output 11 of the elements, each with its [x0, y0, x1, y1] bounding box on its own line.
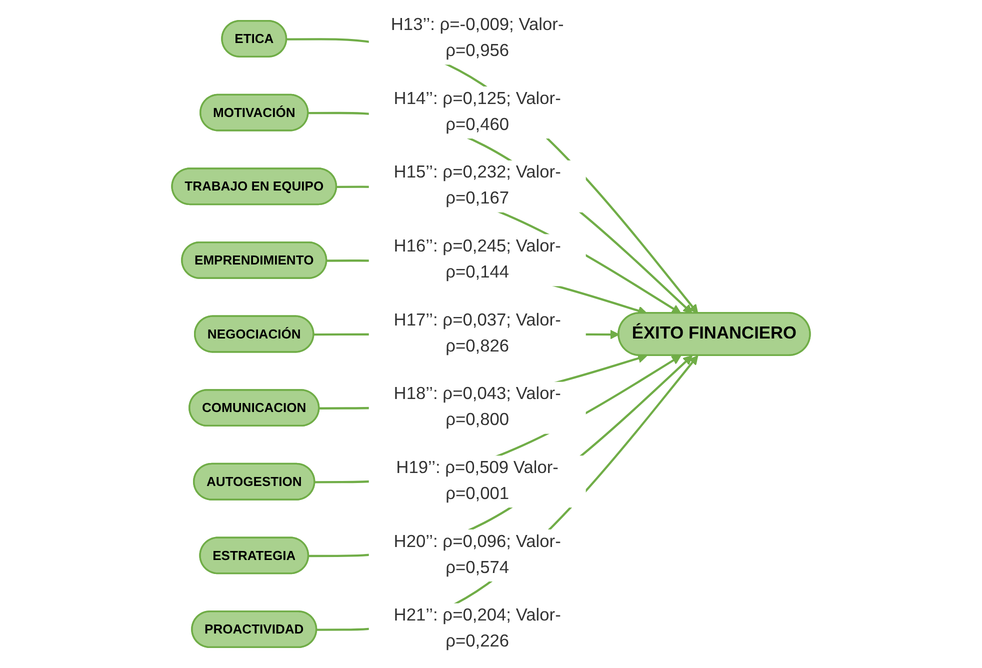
arrow: [336, 186, 682, 314]
edge-label: H14’’: ρ=0,125; Valor-ρ=0,460: [394, 90, 561, 134]
edge-label: H21’’: ρ=0,204; Valor-ρ=0,226: [394, 606, 561, 651]
edge-label: H16’’: ρ=0,245; Valor-ρ=0,144: [394, 237, 561, 282]
arrow: [314, 355, 682, 484]
edge-label: H15’’: ρ=0,232; Valor-ρ=0,167: [394, 164, 561, 208]
edge-label: H17’’: ρ=0,037; Valor-ρ=0,826: [394, 311, 561, 356]
edge-label: H20’’: ρ=0,096; Valor-ρ=0,574: [394, 532, 561, 578]
edge-label: H18’’: ρ=0,043; Valor-ρ=0,800: [394, 385, 561, 430]
edge-label: H19’’: ρ=0,509 Valor-ρ=0,001: [396, 458, 558, 504]
edge-label: H13’’: ρ=-0,009; Valor-ρ=0,956: [390, 16, 564, 60]
